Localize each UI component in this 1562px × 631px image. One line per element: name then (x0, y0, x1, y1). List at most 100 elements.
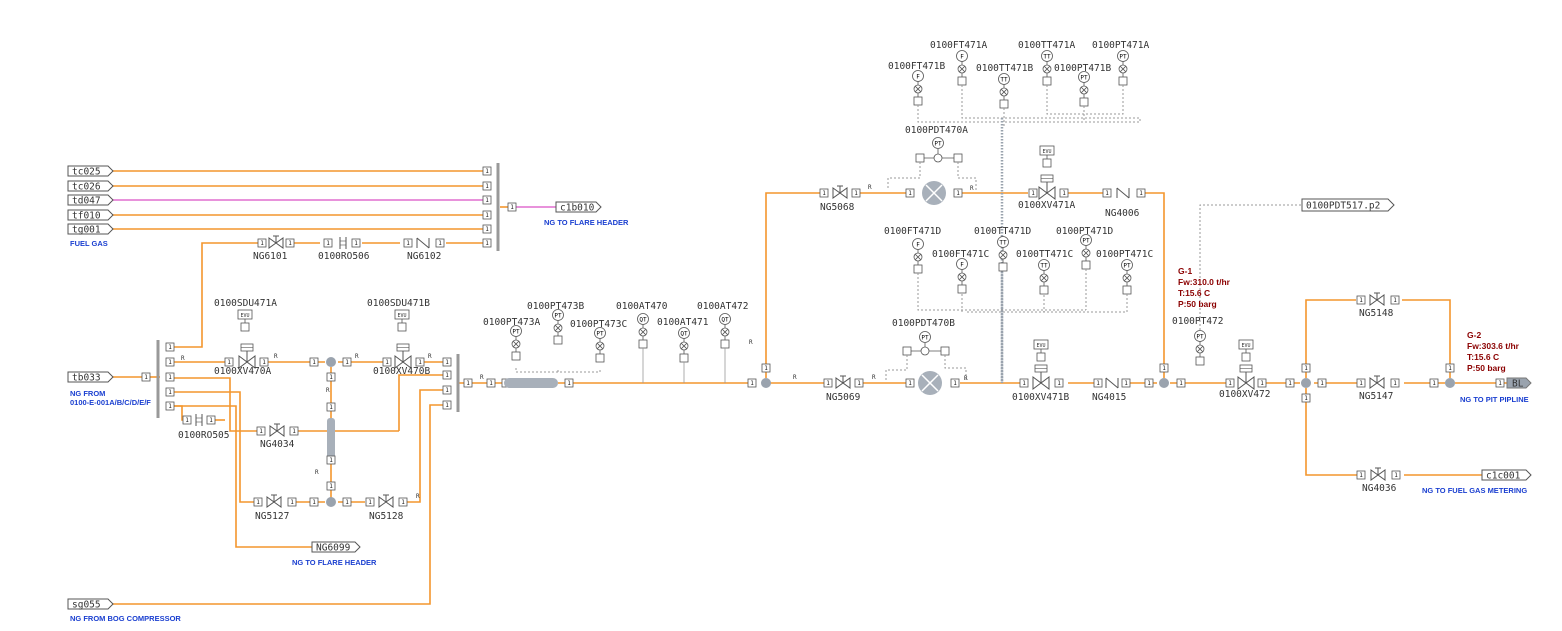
svg-text:TT: TT (1040, 263, 1048, 270)
ng5148-label: NG5148 (1359, 308, 1394, 319)
at471-label: 0100AT471 (657, 317, 709, 328)
svg-text:QT: QT (680, 331, 688, 338)
pt473b-label: 0100PT473B (527, 301, 584, 312)
xv470b-valve[interactable] (394, 343, 412, 369)
pt471a-label: 0100PT471A (1092, 40, 1149, 51)
g1-status: G-1 Fw:310.0 t/hr T:15.6 C P:50 barg (1178, 266, 1231, 309)
source-tb033[interactable]: tb033 (67, 371, 114, 384)
output-c1c001-label: c1c001 (1486, 471, 1521, 482)
svg-text:R: R (872, 374, 876, 381)
g1-pressure: P:50 barg (1178, 299, 1217, 309)
evu-actuator-icon (1033, 339, 1049, 362)
restriction-orifice-icon (339, 236, 347, 250)
ng6101-label: NG6101 (253, 251, 288, 262)
output-c1c001[interactable]: c1c001 (1481, 469, 1532, 482)
at472-label: 0100AT472 (697, 301, 748, 312)
g2-pressure: P:50 barg (1467, 363, 1506, 373)
ro505-assembly: 0100RO505 (178, 413, 229, 441)
main-filter (501, 378, 574, 388)
ng-from-exchanger-label: 0100-E-001A/B/C/D/E/F (70, 398, 151, 407)
output-c1b010-label: c1b010 (560, 203, 595, 214)
ng5128-label: NG5128 (369, 511, 404, 522)
mixing-manifold: R (442, 354, 496, 412)
filter-icon (504, 378, 558, 388)
pt472-label: 0100PT472 (1172, 316, 1223, 327)
source-tc026-label: tc026 (72, 182, 101, 193)
xv471b-valve[interactable] (1032, 364, 1050, 390)
ng-from-label: NG FROM (70, 389, 105, 398)
ro505-label: 0100RO505 (178, 430, 229, 441)
xv470b-assembly: 0100SDU471B 0100XV470B R (367, 298, 432, 377)
g2-status: G-2 Fw:303.6 t/hr T:15.6 C P:50 barg (1467, 330, 1520, 373)
svg-text:R: R (793, 374, 797, 381)
evu-actuator-icon (1238, 339, 1254, 362)
ng5128-assembly: NG5128 R (365, 493, 420, 522)
svg-text:R: R (868, 184, 872, 191)
svg-text:PT: PT (512, 329, 520, 336)
fuel-gas-label: FUEL GAS (70, 239, 108, 248)
svg-text:F: F (916, 242, 920, 249)
at470-label: 0100AT470 (616, 301, 668, 312)
ng4006-label: NG4006 (1105, 208, 1140, 219)
pt471b-label: 0100PT471B (1054, 63, 1111, 74)
xv470a-label: 0100XV470A (214, 366, 271, 377)
source-sg055[interactable]: sg055 (67, 598, 114, 611)
source-tf010[interactable]: tf010 (67, 209, 114, 222)
svg-text:PT: PT (1119, 54, 1127, 61)
svg-text:TT: TT (999, 240, 1007, 247)
svg-text:PT: PT (554, 313, 562, 320)
check-valve-icon (416, 237, 430, 249)
ng6102-label: NG6102 (407, 251, 441, 262)
xv470a-valve[interactable] (238, 343, 256, 369)
xv471a-valve[interactable] (1038, 174, 1056, 200)
source-tg001[interactable]: tg001 (67, 223, 114, 236)
svg-text:TT: TT (1043, 54, 1051, 61)
evu-actuator-icon (394, 309, 410, 332)
ng5147-label: NG5147 (1359, 391, 1393, 402)
sdu471a-label: 0100SDU471A (214, 298, 277, 309)
xv472-valve[interactable] (1237, 364, 1255, 390)
source-tb033-label: tb033 (72, 373, 101, 384)
output-ng6099[interactable]: NG6099 (311, 541, 361, 554)
xv470b-label: 0100XV470B (373, 366, 430, 377)
ft471d-label: 0100FT471D (884, 226, 941, 237)
source-td047[interactable]: td047 (67, 194, 114, 207)
svg-text:PT: PT (596, 331, 604, 338)
xv470a-assembly: 0100SDU471A 0100XV470A R (214, 298, 278, 377)
tt471c-label: 0100TT471C (1016, 249, 1073, 260)
svg-text:R: R (416, 493, 420, 500)
svg-text:R: R (315, 469, 319, 476)
evu-actuator-icon (1039, 145, 1055, 168)
pdt470b-label: 0100PDT470B (892, 318, 955, 329)
source-td047-label: td047 (72, 196, 101, 207)
output-bl[interactable]: BL (1506, 377, 1532, 390)
source-sg055-label: sg055 (72, 600, 101, 611)
svg-text:PT: PT (921, 335, 929, 342)
source-tc026[interactable]: tc026 (67, 180, 114, 193)
strainer-icon (327, 418, 335, 462)
svg-text:QT: QT (721, 317, 729, 324)
svg-text:R: R (480, 374, 484, 381)
svg-text:R: R (970, 185, 974, 192)
ro506-label: 0100RO506 (318, 251, 370, 262)
g1-flow: Fw:310.0 t/hr (1178, 277, 1231, 287)
pt473c-label: 0100PT473C (570, 319, 627, 330)
fuel-gas-lines (112, 170, 510, 348)
ng5069-label: NG5069 (826, 392, 861, 403)
output-pdt517-label: 0100PDT517.p2 (1306, 201, 1380, 212)
source-tc025-label: tc025 (72, 167, 101, 178)
output-pdt517[interactable]: 0100PDT517.p2 (1301, 198, 1395, 212)
pt473a-label: 0100PT473A (483, 317, 540, 328)
ng6099-destination-label: NG TO FLARE HEADER (292, 558, 377, 567)
svg-text:F: F (916, 74, 920, 81)
c1c001-destination-label: NG TO FUEL GAS METERING (1422, 486, 1527, 495)
downstream: 0100PDT517.p2 0100PT472 PT 0100XV472 NG5… (1144, 198, 1532, 495)
svg-text:F: F (960, 262, 964, 269)
output-c1b010[interactable]: c1b010 (555, 201, 602, 214)
g1-temperature: T:15.6 C (1178, 288, 1210, 298)
source-tc025[interactable]: tc025 (67, 165, 114, 178)
lower-instruments: 0100FT471D F 0100TT471D TT 0100PT471D PT… (884, 226, 1153, 383)
bog-compressor-label: NG FROM BOG COMPRESSOR (70, 614, 181, 623)
tt471d-label: 0100TT471D (974, 226, 1031, 237)
